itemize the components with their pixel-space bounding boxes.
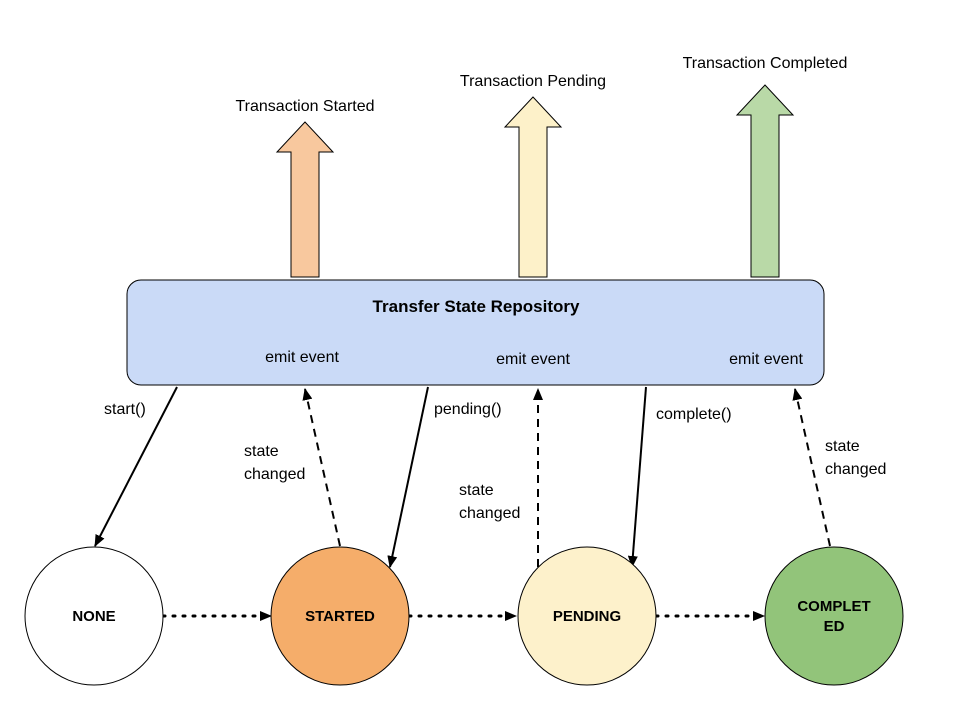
event-arrow-completed <box>735 84 795 278</box>
call-arrow-start <box>94 386 178 547</box>
state-label-started: STARTED <box>305 608 375 625</box>
call-arrow-pending <box>387 386 429 568</box>
state-changed-label-2-line1: state <box>459 482 494 499</box>
state-label-none: NONE <box>72 608 115 625</box>
state-node-none <box>24 546 164 686</box>
state-node-completed <box>764 546 904 686</box>
state-node-started <box>270 546 410 686</box>
state-label-completed-line1: COMPLET <box>797 598 870 615</box>
event-label-pending: Transaction Pending <box>460 73 606 90</box>
call-label-complete: complete() <box>656 406 732 423</box>
state-changed-label-1-line2: changed <box>244 466 305 483</box>
event-label-completed: Transaction Completed <box>683 55 848 72</box>
call-label-start: start() <box>104 401 146 418</box>
state-node-pending <box>517 546 657 686</box>
emit-event-label-3: emit event <box>729 351 803 368</box>
state-changed-label-2-line2: changed <box>459 505 520 522</box>
emit-event-label-2: emit event <box>496 351 570 368</box>
state-label-completed-line2: ED <box>824 618 845 635</box>
event-arrow-started <box>275 121 335 278</box>
emit-event-label-1: emit event <box>265 349 339 366</box>
event-label-started: Transaction Started <box>235 98 374 115</box>
state-changed-label-3-line2: changed <box>825 461 886 478</box>
transfer-state-repository <box>126 279 825 386</box>
repository-title: Transfer State Repository <box>373 297 580 316</box>
call-label-pending: pending() <box>434 401 502 418</box>
state-label-pending: PENDING <box>553 608 621 625</box>
state-changed-arrow-started <box>302 388 341 547</box>
state-changed-label-1-line1: state <box>244 443 279 460</box>
call-arrow-complete <box>627 386 647 568</box>
state-changed-label-3-line1: state <box>825 438 860 455</box>
event-arrow-pending <box>503 96 563 278</box>
